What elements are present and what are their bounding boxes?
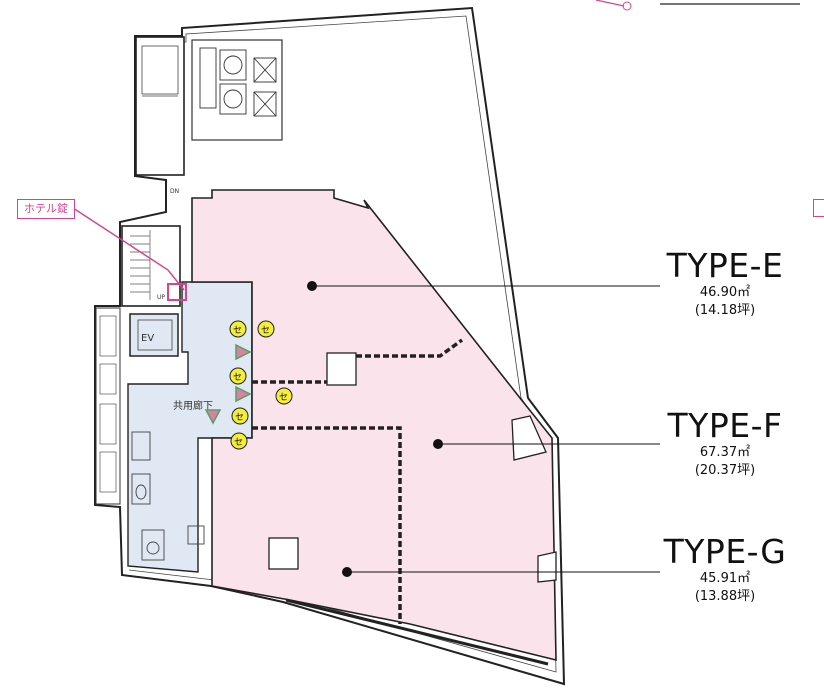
mechanical-room-inner	[141, 45, 179, 95]
meter-symbol	[229, 320, 247, 338]
unit-tsubo: (13.88坪)	[694, 589, 756, 604]
pillar-lower	[268, 537, 299, 570]
unit-area: 45.91㎡	[699, 571, 751, 586]
stair-well	[121, 225, 181, 307]
unit-area: 46.90㎡	[699, 285, 751, 300]
unit-tsubo: (14.18坪)	[694, 303, 756, 318]
top-mark-circle	[622, 1, 632, 11]
unit-label-type-e: TYPE-E 46.90㎡ (14.18坪)	[640, 248, 810, 320]
hotel-lock-marker	[167, 283, 187, 301]
entry-arrows	[204, 343, 252, 425]
entry-arrow	[204, 409, 222, 425]
mechanical-room	[135, 36, 185, 176]
unit-dot	[342, 567, 352, 577]
meter-symbol-label: セ	[233, 325, 242, 336]
meter-symbol	[230, 432, 248, 450]
meter-symbol-label: セ	[235, 412, 244, 423]
unit-dots	[307, 281, 443, 577]
stair-down-label: DN	[170, 188, 179, 195]
meter-symbol-label: セ	[279, 392, 288, 403]
unit-area: 67.37㎡	[699, 445, 751, 460]
hotel-lock-callout: ホテル錠	[17, 199, 75, 219]
meter-symbol-labels: セ セ セ セ セ セ	[233, 325, 288, 448]
top-mark	[595, 0, 625, 7]
outdoor-unit-group	[199, 47, 277, 117]
unit-partitions	[252, 338, 464, 624]
corridor-label: 共用廊下	[173, 399, 213, 412]
meter-symbol-label: セ	[234, 437, 243, 448]
unit-type: TYPE-G	[663, 532, 787, 571]
meter-symbol	[229, 367, 247, 385]
stair-up-label: UP	[157, 294, 165, 301]
pillar-upper	[326, 352, 357, 386]
unit-type: TYPE-E	[666, 246, 784, 285]
balcony-units	[99, 315, 117, 493]
balcony-strip	[95, 307, 121, 505]
meter-symbols	[229, 320, 293, 450]
unit-dot	[307, 281, 317, 291]
window-wall	[285, 598, 549, 666]
meter-symbol	[275, 387, 293, 405]
unit-tsubo: (20.37坪)	[694, 463, 756, 478]
elevator-label: EV	[141, 333, 154, 344]
unit-type: TYPE-F	[667, 406, 783, 445]
entry-arrow	[235, 385, 252, 403]
restroom-fixtures	[131, 431, 205, 561]
unit-label-type-g: TYPE-G 45.91㎡ (13.88坪)	[640, 534, 810, 606]
outdoor-unit-area	[191, 39, 283, 141]
entry-arrow	[235, 343, 252, 361]
elevator-car	[137, 319, 173, 351]
meter-symbol-label: セ	[233, 372, 242, 383]
unit-dot	[433, 439, 443, 449]
unit-label-type-f: TYPE-F 67.37㎡ (20.37坪)	[640, 408, 810, 480]
meter-symbol-label: セ	[261, 325, 270, 336]
corner-bracket	[813, 199, 824, 217]
boundary-notches	[511, 415, 557, 583]
meter-symbol	[231, 407, 249, 425]
unit-leaders	[312, 285, 660, 573]
meter-symbol	[257, 320, 275, 338]
